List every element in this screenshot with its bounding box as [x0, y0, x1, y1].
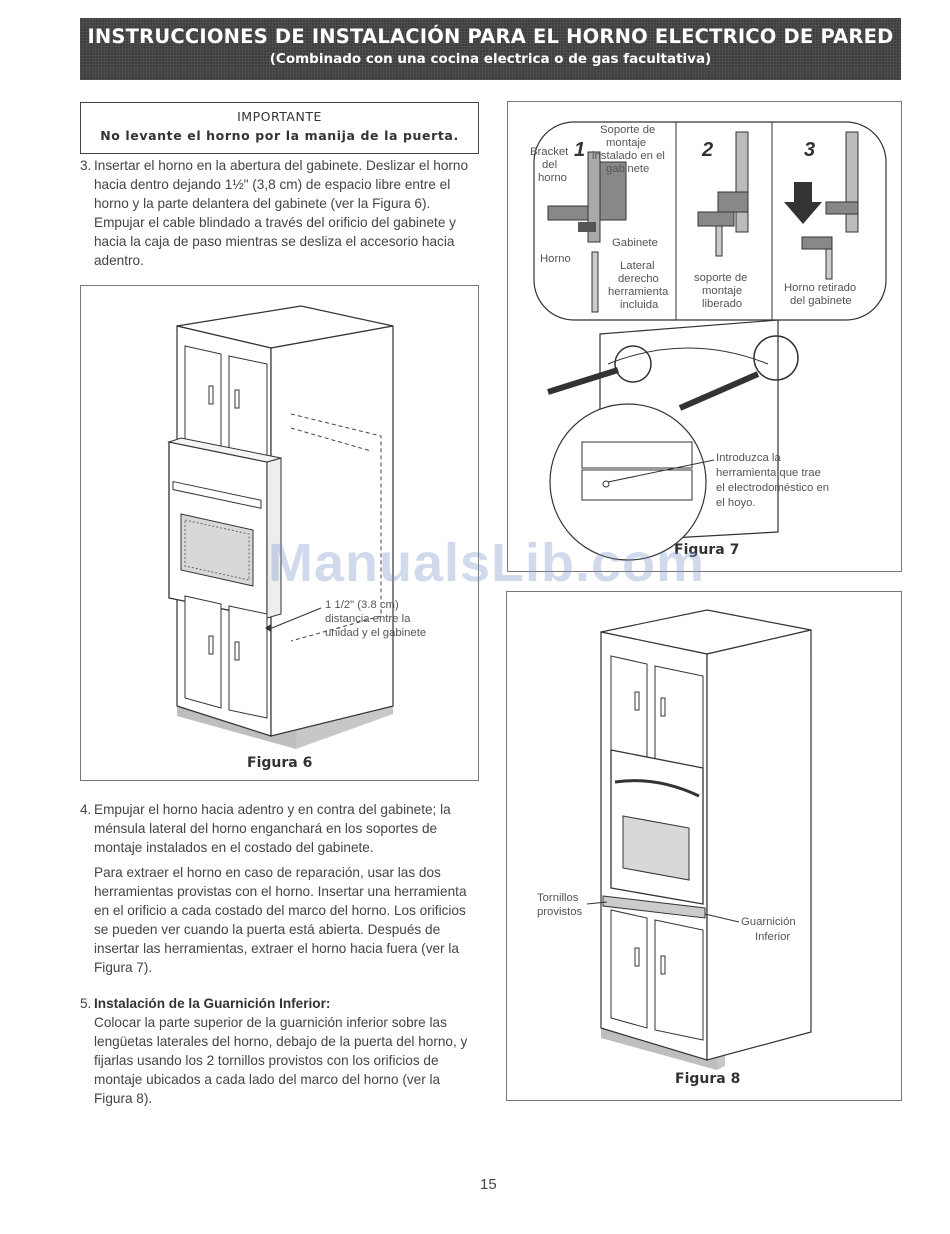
step-number: 3.	[80, 158, 92, 173]
tornillos-label-2: provistos	[537, 906, 583, 918]
retirado-label-1: Horno retirado	[784, 282, 857, 294]
bracket-label-3: horno	[538, 172, 567, 184]
intro-label-2: herramienta que trae	[716, 467, 821, 479]
step-4: 4. Empujar el horno hacia adentro y en c…	[80, 800, 478, 857]
lateral-label-3: herramienta	[608, 286, 669, 298]
figure-8-caption: Figura 8	[675, 1071, 741, 1087]
page-number: 15	[480, 1176, 497, 1193]
lateral-label-4: incluida	[620, 299, 659, 311]
page-subtitle: (Combinado con una cocina electrica o de…	[269, 51, 712, 67]
step-text: Empujar el horno hacia adentro y en cont…	[94, 802, 451, 855]
trim-installation-drawing	[586, 609, 812, 1070]
step-text: Insertar el horno en la abertura del gab…	[94, 158, 469, 268]
watermark: ManualsLib.com	[268, 533, 706, 593]
soporte-label-2: montaje	[606, 137, 647, 149]
step-5: 5. Instalación de la Guarnición Inferior…	[80, 994, 478, 1108]
intro-label-4: el hoyo.	[716, 497, 756, 509]
soporte-label-3: instalado en el	[592, 150, 665, 162]
figure-6: 1 1/2" (3.8 cm) distancia entre la unida…	[80, 285, 479, 781]
step-number: 4.	[80, 802, 92, 817]
page-header-banner: INSTRUCCIONES DE INSTALACIÓN PARA EL HOR…	[80, 18, 901, 80]
page-title: INSTRUCCIONES DE INSTALACIÓN PARA EL HOR…	[87, 25, 894, 48]
tornillos-label-1: Tornillos	[537, 892, 579, 904]
gap-label-line2: distancia entre la	[325, 613, 411, 625]
lateral-label-2: derecho	[618, 273, 659, 285]
figure-7-caption: Figura 7	[674, 542, 740, 558]
bracket-removal-drawing	[533, 121, 887, 561]
gap-label-line3: unidad y el gabinete	[325, 627, 427, 639]
lateral-label-1: Lateral	[620, 260, 655, 272]
horno-label: Horno	[540, 253, 571, 265]
step-4-removal: Para extraer el horno en caso de reparac…	[94, 863, 478, 977]
step-number: 5.	[80, 996, 92, 1011]
soporte-label-4: gabinete	[606, 163, 650, 175]
figure-7: 1 2 3 Bracket del horno Soporte de monta…	[507, 101, 902, 572]
retirado-label-2: del gabinete	[790, 295, 852, 307]
figure-8: Tornillos provistos Guarnición Inferior …	[506, 591, 902, 1101]
step-heading: Instalación de la Guarnición Inferior:	[94, 996, 331, 1011]
step-text: Colocar la parte superior de la guarnici…	[94, 1015, 468, 1106]
important-body: No levante el horno por la manija de la …	[100, 128, 459, 143]
intro-label-3: el electrodoméstico en	[716, 482, 830, 494]
step-text: Para extraer el horno en caso de reparac…	[94, 865, 467, 975]
guarnicion-label-2: Inferior	[755, 931, 791, 943]
guarnicion-label-1: Guarnición	[741, 916, 796, 928]
important-notice: IMPORTANTE No levante el horno por la ma…	[80, 102, 479, 154]
liberado-label-2: montaje	[702, 285, 743, 297]
gabinete-label: Gabinete	[612, 237, 658, 249]
important-heading: IMPORTANTE	[237, 109, 322, 124]
figure-6-caption: Figura 6	[247, 755, 313, 771]
cabinet-oven-drawing	[167, 305, 394, 749]
soporte-label-1: Soporte de	[600, 124, 656, 136]
bracket-label-2: del	[542, 159, 558, 171]
step-3-number: 3	[804, 139, 816, 161]
liberado-label-3: liberado	[702, 298, 743, 310]
bracket-label-1: Bracket	[530, 146, 569, 158]
step-3: 3. Insertar el horno en la abertura del …	[80, 156, 478, 270]
intro-label-1: Introduzca la	[716, 452, 781, 464]
liberado-label-1: soporte de	[694, 272, 748, 284]
gap-label-line1: 1 1/2" (3.8 cm)	[325, 599, 399, 611]
step-1-number: 1	[574, 139, 586, 161]
step-2-number: 2	[702, 139, 714, 161]
